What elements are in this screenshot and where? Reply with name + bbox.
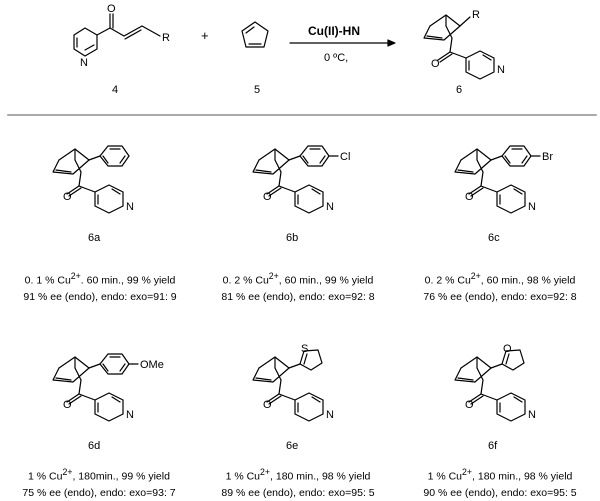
product-6b-chlorine: Cl [340, 151, 350, 163]
product-6c-conditions: 0. 2 % Cu2+, 60 min., 98 % yield [424, 271, 576, 287]
compound-6-label: 6 [456, 84, 463, 96]
product-6a-nitrogen: N [126, 201, 134, 213]
product-6f-selectivity: 90 % ee (endo), endo: exo=95: 5 [423, 486, 577, 499]
product-6c-id: 6c [488, 232, 500, 244]
product-6d-conditions: 1 % Cu2+, 180min., 99 % yield [28, 467, 170, 483]
product-6a-id: 6a [88, 232, 101, 244]
product-6c-oxygen: O [465, 191, 474, 203]
substrate-4-nitrogen: N [80, 57, 88, 69]
product-6d-oxygen: O [63, 399, 72, 411]
reagent-label: Cu(II)-HN [308, 24, 360, 38]
product-6e-selectivity: 89 % ee (endo), endo: exo=95: 5 [221, 486, 375, 499]
condition-label: 0 ºC, [324, 52, 349, 64]
product-6e-caption: 1 % Cu2+, 180 min., 98 % yield 89 % ee (… [202, 464, 394, 501]
product-6a-caption: 0. 1 % Cu2+. 60 min., 99 % yield 91 % ee… [4, 268, 196, 305]
product-6a-selectivity: 91 % ee (endo), endo: exo=91: 9 [23, 290, 177, 303]
product-6d-structure [52, 353, 139, 422]
product-6b-id: 6b [286, 232, 299, 244]
product-6f-structure [454, 349, 526, 422]
product-6-r-group: R [472, 9, 480, 21]
product-6e-structure [252, 349, 324, 422]
product-6c-selectivity: 76 % ee (endo), endo: exo=92: 8 [423, 290, 577, 303]
product-6f-conditions: 1 % Cu2+, 180 min., 98 % yield [427, 467, 573, 483]
plus-sign: + [201, 28, 209, 43]
product-6-nitrogen: N [497, 64, 505, 76]
product-6b-structure [252, 145, 339, 214]
product-6b-caption: 0. 2 % Cu2+, 60 min., 99 % yield 81 % ee… [202, 268, 394, 305]
product-6b-selectivity: 81 % ee (endo), endo: exo=92: 8 [221, 290, 375, 303]
product-6c-nitrogen: N [528, 201, 536, 213]
product-6d-methoxy: OMe [140, 359, 164, 371]
product-6a-oxygen: O [63, 191, 72, 203]
product-6e-id: 6e [286, 440, 299, 452]
product-6e-conditions: 1 % Cu2+, 180 min., 98 % yield [225, 467, 371, 483]
product-6c-caption: 0. 2 % Cu2+, 60 min., 98 % yield 76 % ee… [402, 268, 598, 305]
arrowhead [387, 39, 396, 47]
product-6b-nitrogen: N [326, 201, 334, 213]
substrate-4-r-group: R [162, 32, 170, 44]
product-6f-nitrogen: N [528, 409, 536, 421]
product-6f-furan-oxygen: O [503, 343, 512, 355]
product-6-oxygen: O [431, 58, 440, 70]
substrate-4-structure [73, 13, 161, 57]
product-6c-bromine: Br [542, 151, 553, 163]
product-6-structure [423, 14, 495, 80]
product-6b-oxygen: O [263, 191, 272, 203]
product-6c-structure [454, 145, 541, 214]
product-6d-selectivity: 75 % ee (endo), endo: exo=93: 7 [22, 486, 176, 499]
product-6e-oxygen: O [263, 399, 272, 411]
product-6d-caption: 1 % Cu2+, 180min., 99 % yield 75 % ee (e… [2, 464, 196, 501]
product-6a-conditions: 0. 1 % Cu2+. 60 min., 99 % yield [24, 271, 176, 287]
product-6f-id: 6f [488, 440, 498, 452]
product-6f-oxygen: O [465, 399, 474, 411]
substrate-4-oxygen: O [107, 3, 116, 15]
product-6e-nitrogen: N [326, 409, 334, 421]
product-6b-conditions: 0. 2 % Cu2+, 60 min., 99 % yield [222, 271, 374, 287]
product-6d-nitrogen: N [126, 409, 134, 421]
compound-4-label: 4 [112, 84, 119, 96]
product-6d-id: 6d [88, 440, 101, 452]
cyclopentadiene-5-structure [241, 21, 269, 48]
product-6f-caption: 1 % Cu2+, 180 min., 98 % yield 90 % ee (… [402, 464, 598, 501]
compound-5-label: 5 [254, 84, 261, 96]
product-6e-sulfur: S [301, 343, 308, 355]
